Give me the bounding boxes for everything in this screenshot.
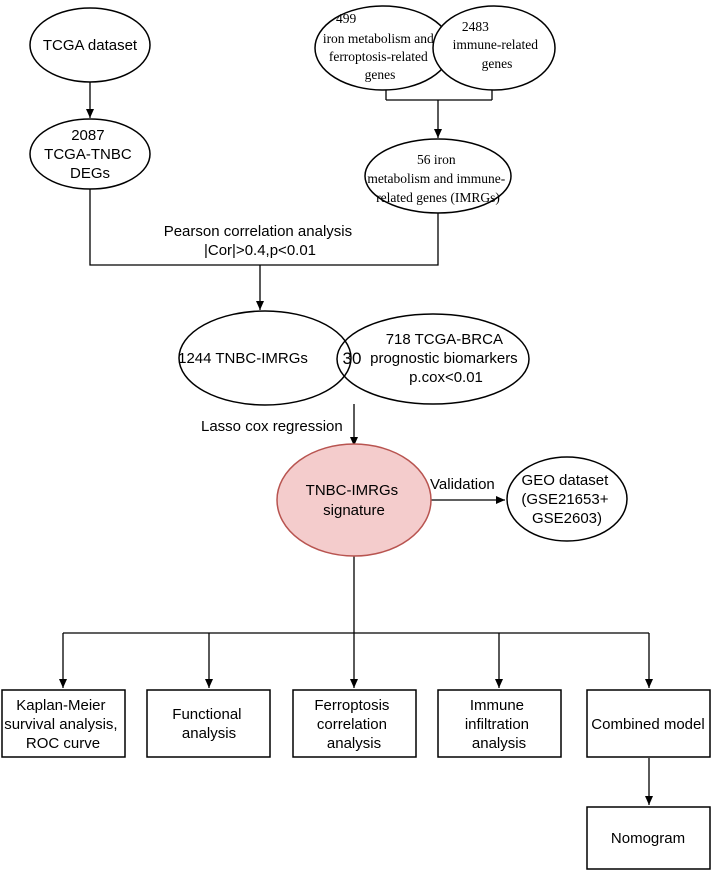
connector-iron-immune-merge bbox=[385, 88, 493, 101]
brca-line3: p.cox<0.01 bbox=[409, 369, 483, 386]
lasso-label: Lasso cox regression bbox=[201, 418, 343, 435]
tnbc-imrgs-set-label: 1244 TNBC-IMRGs bbox=[178, 350, 308, 367]
svg-text:Ferroptosis correlation: Ferroptosis correlation analysis bbox=[314, 697, 393, 752]
iron-genes-count: 499 bbox=[336, 11, 357, 26]
brca-biomarkers-node bbox=[336, 313, 530, 405]
svg-text:Validation: Validation bbox=[430, 476, 495, 493]
immune-infiltration-line1: Immune bbox=[470, 697, 524, 714]
node-labels: TCGA dataset 499 iron metabolism and fer… bbox=[4, 11, 704, 847]
imrgs-line1: 56 iron bbox=[417, 152, 456, 167]
geo-dataset-node bbox=[506, 456, 628, 542]
km-roc-box bbox=[1, 689, 126, 758]
immune-infiltration-line3: analysis bbox=[472, 735, 526, 752]
immune-genes-line2: genes bbox=[482, 56, 513, 71]
svg-text:TCGA dataset: TCGA dataset bbox=[43, 37, 138, 54]
degs-line1: TCGA-TNBC bbox=[44, 146, 132, 163]
geo-line2: (GSE21653+ bbox=[521, 491, 608, 508]
pearson-label-line2: |Cor|>0.4,p<0.01 bbox=[204, 242, 316, 259]
node-shapes bbox=[1, 5, 711, 870]
geo-line1: GEO dataset bbox=[522, 472, 610, 489]
tnbc-imrgs-set-node bbox=[178, 310, 352, 406]
overlap-count: 30 bbox=[343, 349, 362, 368]
nomogram-box bbox=[586, 806, 711, 870]
svg-text:Pearson correlation analysis: Pearson correlation analysis |Cor|>0.4,p… bbox=[164, 223, 357, 259]
signature-line1: TNBC-IMRGs bbox=[306, 482, 399, 499]
ferroptosis-analysis-box bbox=[292, 689, 417, 758]
connectors bbox=[59, 82, 653, 805]
functional-line1: Functional bbox=[172, 706, 241, 723]
combined-model-box bbox=[586, 689, 711, 758]
signature-line2: signature bbox=[323, 502, 385, 519]
combined-model-label: Combined model bbox=[591, 716, 704, 733]
ferroptosis-line1: Ferroptosis bbox=[314, 697, 389, 714]
brca-line2: prognostic biomarkers bbox=[370, 350, 518, 367]
svg-text:30: 30 bbox=[343, 349, 362, 368]
svg-text:1244 TNBC-IMRGs: 1244 TNBC-IMRGs bbox=[178, 350, 308, 367]
iron-genes-line1: iron metabolism and bbox=[323, 31, 434, 46]
degs-line2: DEGs bbox=[70, 165, 110, 182]
connector-degs-imrgs-merge bbox=[89, 188, 439, 266]
degs-count: 2087 bbox=[71, 127, 104, 144]
svg-text:Kaplan-Meier survival an: Kaplan-Meier survival analysis, ROC curv… bbox=[4, 697, 122, 752]
functional-analysis-box bbox=[146, 689, 271, 758]
km-roc-line2: survival analysis, bbox=[4, 716, 117, 733]
geo-line3: GSE2603) bbox=[532, 510, 602, 527]
imrgs-line3: related genes (IMRGs) bbox=[376, 190, 500, 205]
functional-line2: analysis bbox=[182, 725, 236, 742]
svg-text:2483 immune-related: 2483 immune-related genes bbox=[453, 19, 542, 71]
svg-text:2087 TCGA-TNBC DEG: 2087 TCGA-TNBC DEGs bbox=[44, 127, 136, 182]
iron-genes-line2: ferroptosis-related bbox=[329, 49, 428, 64]
ferroptosis-line2: correlation bbox=[317, 716, 387, 733]
immune-genes-line1: immune-related bbox=[453, 37, 539, 52]
edge-labels: Pearson correlation analysis |Cor|>0.4,p… bbox=[164, 223, 495, 493]
svg-text:TNBC-IMRGs signature: TNBC-IMRGs signature bbox=[306, 482, 403, 519]
tcga-dataset-label: TCGA dataset bbox=[43, 37, 138, 54]
ferroptosis-line3: analysis bbox=[327, 735, 381, 752]
immune-infiltration-box bbox=[437, 689, 562, 758]
imrgs-line2: metabolism and immune- bbox=[367, 171, 505, 186]
brca-line1: 718 TCGA-BRCA bbox=[386, 331, 503, 348]
nomogram-label: Nomogram bbox=[611, 830, 685, 847]
svg-text:Nomogram: Nomogram bbox=[611, 830, 685, 847]
immune-genes-node bbox=[432, 5, 556, 91]
km-roc-line1: Kaplan-Meier bbox=[16, 697, 105, 714]
validation-label: Validation bbox=[430, 476, 495, 493]
km-roc-line3: ROC curve bbox=[26, 735, 100, 752]
immune-genes-count: 2483 bbox=[462, 19, 489, 34]
svg-text:499 iron metabolism and: 499 iron metabolism and ferroptosis-rela… bbox=[323, 11, 437, 82]
tcga-tnbc-degs-node bbox=[29, 118, 151, 190]
connector-signature-to-branch bbox=[63, 556, 649, 634]
svg-text:Immune infiltration: Immune infiltration analysis bbox=[465, 697, 533, 752]
pearson-label-line1: Pearson correlation analysis bbox=[164, 223, 352, 240]
tcga-dataset-node bbox=[29, 7, 151, 83]
svg-text:GEO dataset (GSE21653+: GEO dataset (GSE21653+ GSE2603) bbox=[521, 472, 612, 527]
iron-genes-line3: genes bbox=[365, 67, 396, 82]
svg-text:Lasso cox regression: Lasso cox regression bbox=[201, 418, 343, 435]
svg-text:Combined model: Combined model bbox=[591, 716, 704, 733]
immune-infiltration-line2: infiltration bbox=[465, 716, 529, 733]
svg-text:56 iron metabolism and i: 56 iron metabolism and immune- related g… bbox=[367, 152, 508, 205]
imrgs-node bbox=[364, 138, 512, 214]
svg-text:Functional analysis: Functional analysis bbox=[172, 706, 245, 742]
tnbc-imrgs-signature-node bbox=[276, 443, 432, 557]
svg-text:718 TCGA-BRCA prognostic: 718 TCGA-BRCA prognostic biomarkers p.co… bbox=[370, 331, 522, 386]
